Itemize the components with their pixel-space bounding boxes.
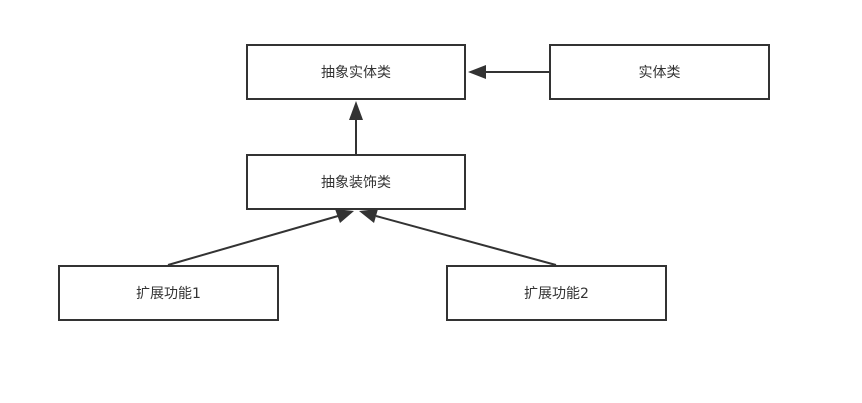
node-abstract-entity: 抽象实体类 (246, 44, 466, 100)
node-extension-1: 扩展功能1 (58, 265, 279, 321)
edge-line (375, 215, 557, 266)
node-label: 扩展功能2 (524, 286, 589, 302)
edge-entity-to-abstract-entity (468, 65, 549, 79)
node-label: 扩展功能1 (136, 286, 201, 302)
arrowhead-icon (349, 101, 363, 120)
node-label: 抽象装饰类 (321, 175, 391, 191)
edge-extension-1-to-abstract-decorator (167, 209, 354, 266)
node-extension-2: 扩展功能2 (446, 265, 667, 321)
arrowhead-icon (359, 209, 378, 223)
node-label: 抽象实体类 (321, 65, 391, 81)
node-entity: 实体类 (549, 44, 770, 100)
arrowhead-icon (468, 65, 486, 79)
edge-extension-2-to-abstract-decorator (359, 209, 557, 266)
arrowhead-icon (335, 209, 354, 223)
node-abstract-decorator: 抽象装饰类 (246, 154, 466, 210)
node-label: 实体类 (638, 65, 681, 81)
edge-abstract-decorator-to-abstract-entity (349, 101, 363, 154)
edge-line (167, 215, 339, 266)
